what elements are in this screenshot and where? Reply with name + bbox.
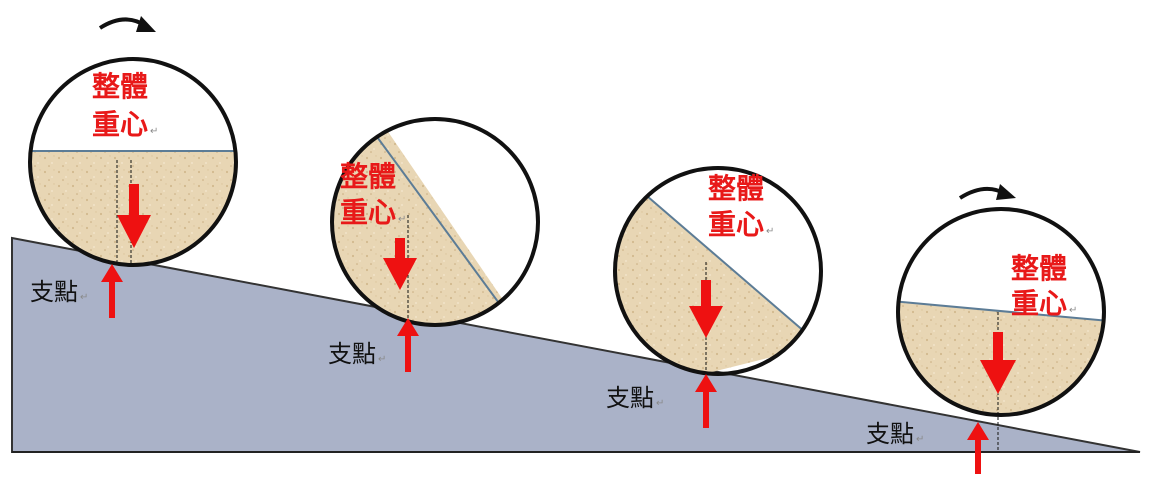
wheel-2-support-arrow xyxy=(397,318,419,372)
wheel-3-sand-surface xyxy=(639,189,821,346)
wheel-4-outline xyxy=(896,207,1106,417)
wheel-2-outline xyxy=(330,117,540,327)
wheel-4-label-line1: 整體 xyxy=(1011,252,1067,285)
wheel-3-pivot-label: 支點 xyxy=(606,384,654,412)
wheel-3-pivot-mark: ↵ xyxy=(656,398,664,409)
wheel-1-label-mark: ↵ xyxy=(150,126,158,137)
wheel-4-label-mark: ↵ xyxy=(1069,305,1077,316)
wheel-1-pivot-mark: ↵ xyxy=(80,292,88,303)
wheel-3-outline xyxy=(613,166,823,376)
wheel-4-pivot-label: 支點 xyxy=(866,420,914,448)
wheel-3-support-arrow xyxy=(695,374,717,428)
wheel-3-label-line2: 重心 xyxy=(708,208,764,241)
wheel-1-gravity-arrow xyxy=(117,184,151,248)
wheel-1-label-line2: 重心 xyxy=(92,108,148,141)
wheel-1-support-arrow xyxy=(101,264,123,318)
wheel-2-label-line2: 重心 xyxy=(340,196,396,229)
wheel-4-support-arrow xyxy=(967,422,989,474)
wheel-1-outline xyxy=(28,57,238,267)
wheel-3: 整體 重心 ↵ 支點 ↵ xyxy=(606,166,823,428)
wheel-2-label-mark: ↵ xyxy=(398,214,406,225)
wheel-1-rotation-arrowhead xyxy=(136,16,156,32)
wheel-4-gravity-arrow xyxy=(980,332,1016,394)
wheel-4-rotation-arrowhead xyxy=(996,184,1016,200)
wheel-3-label-line1: 整體 xyxy=(708,172,764,205)
wheel-3-gravity-arrow xyxy=(689,280,723,338)
wheel-4-label-line2: 重心 xyxy=(1011,287,1067,320)
wheel-1-pivot-label: 支點 xyxy=(30,278,78,306)
wheel-3-label-mark: ↵ xyxy=(766,226,774,237)
wheel-2-label-line1: 整體 xyxy=(340,160,396,193)
wheel-2-pivot-mark: ↵ xyxy=(378,354,386,365)
wheel-4-pivot-mark: ↵ xyxy=(916,434,924,445)
wheel-1-label-line1: 整體 xyxy=(92,70,148,103)
wheel-4-sand-surface xyxy=(898,299,1104,323)
wheel-2-gravity-arrow xyxy=(383,238,417,290)
wheel-2-pivot-label: 支點 xyxy=(328,340,376,368)
